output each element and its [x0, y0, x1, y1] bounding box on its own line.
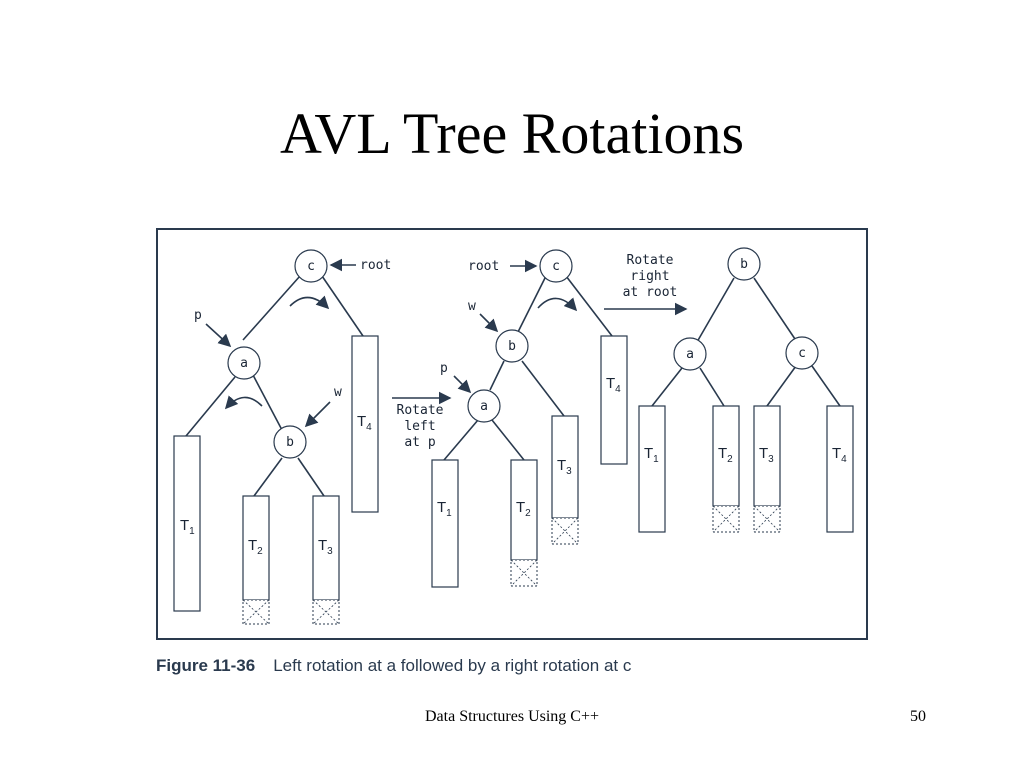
edge-a-t1 — [651, 367, 683, 407]
subtree-t3-extra-level — [551, 517, 579, 545]
t1-label: T1 — [180, 517, 195, 537]
node-c-label: c — [307, 259, 315, 274]
node-c-label: c — [552, 259, 560, 274]
edge-b-c — [753, 277, 798, 343]
t3-label: T3 — [557, 457, 572, 477]
t3-label: T3 — [759, 445, 774, 465]
node-c — [294, 249, 328, 283]
subtree-t2-extra-level — [712, 505, 740, 533]
node-a-label: a — [686, 347, 694, 362]
hatch-cross-icon — [312, 599, 340, 625]
w-pointer-arrow — [479, 313, 499, 333]
edge-c-t4 — [811, 365, 841, 407]
t1-label: T1 — [644, 445, 659, 465]
root-pointer-label: root — [468, 259, 499, 274]
p-pointer-label: p — [194, 308, 202, 323]
transition-line-3: at root — [623, 285, 678, 300]
edge-c-t3 — [766, 365, 797, 407]
edge-a-t1 — [185, 376, 236, 437]
node-b — [273, 425, 307, 459]
subtree-t4 — [351, 335, 379, 513]
t1-label: T1 — [437, 499, 452, 519]
root-pointer-label: root — [360, 258, 391, 273]
node-b-label: b — [740, 257, 748, 272]
transition-rotate-right: Rotate right at root — [604, 253, 688, 316]
t4-label: T4 — [832, 445, 847, 465]
edge-b-t3 — [521, 360, 565, 417]
transition-line-2: left — [404, 419, 435, 434]
subtree-t3 — [312, 495, 340, 601]
figure-number: Figure 11-36 — [156, 656, 256, 675]
node-c-label: c — [798, 346, 806, 361]
node-a — [467, 389, 501, 423]
node-b — [727, 247, 761, 281]
rotation-right-arrow — [537, 297, 578, 312]
edge-c-t4 — [565, 275, 613, 337]
step1-tree: T1 T2 T3 T4 c a b root p w — [173, 249, 391, 625]
t2-label: T2 — [516, 499, 531, 519]
subtree-t3 — [551, 415, 579, 519]
transition-rotate-left: Rotate left at p — [392, 391, 452, 450]
edge-a-t1 — [443, 419, 479, 461]
t4-label: T4 — [606, 375, 621, 395]
p-pointer-arrow — [453, 375, 472, 394]
edge-a-t2 — [491, 419, 525, 461]
t3-label: T3 — [318, 537, 333, 557]
slide-footer: Data Structures Using C++ — [424, 708, 600, 725]
node-c — [785, 336, 819, 370]
transition-line-2: right — [630, 269, 669, 284]
node-b — [495, 329, 529, 363]
rotation-right-arrow — [289, 295, 330, 310]
edge-c-a — [242, 275, 301, 341]
node-a-label: a — [480, 399, 488, 414]
node-b-label: b — [508, 339, 516, 354]
rotation-left-arrow — [224, 395, 263, 410]
edge-c-b — [517, 275, 547, 333]
t2-label: T2 — [718, 445, 733, 465]
figure-caption-text: Left rotation at a followed by a right r… — [273, 656, 632, 675]
subtree-t4 — [826, 405, 854, 533]
edge-b-a — [696, 277, 735, 343]
transition-line-3: at p — [404, 435, 435, 450]
edge-b-a — [489, 360, 505, 391]
subtree-t2 — [510, 459, 538, 561]
subtree-t3-extra-level — [753, 505, 781, 533]
transition-line-1: Rotate — [627, 253, 674, 268]
page-number: 50 — [910, 708, 926, 725]
edge-a-t2 — [699, 367, 725, 407]
node-c — [539, 249, 573, 283]
subtree-t1 — [638, 405, 666, 533]
edge-a-b — [252, 374, 283, 431]
subtree-t2-extra-level — [510, 559, 538, 587]
node-a-label: a — [240, 356, 248, 371]
node-b-label: b — [286, 435, 294, 450]
subtree-t2 — [712, 405, 740, 507]
subtree-t2 — [242, 495, 270, 601]
edge-b-t2 — [253, 457, 283, 497]
w-pointer-label: w — [334, 385, 342, 400]
step2-tree: T1 T2 T3 T4 c b a root w p — [431, 249, 628, 588]
transition-line-1: Rotate — [397, 403, 444, 418]
figure: T1 T2 T3 T4 c a b root p w Rotate left a… — [156, 228, 868, 640]
t4-label: T4 — [357, 413, 372, 433]
p-pointer-arrow — [205, 323, 232, 348]
w-pointer-label: w — [468, 299, 476, 314]
edge-b-t3 — [297, 457, 325, 497]
node-a — [227, 346, 261, 380]
node-a — [673, 337, 707, 371]
subtree-t1 — [173, 435, 201, 612]
hatch-cross-icon — [242, 599, 270, 625]
p-pointer-label: p — [440, 361, 448, 376]
avl-rotation-diagram: T1 T2 T3 T4 c a b root p w Rotate left a… — [173, 247, 854, 625]
slide-title: AVL Tree Rotations — [279, 101, 745, 166]
subtree-t1 — [431, 459, 459, 588]
t2-label: T2 — [248, 537, 263, 557]
w-pointer-arrow — [304, 401, 331, 428]
subtree-t4 — [600, 335, 628, 465]
subtree-t3 — [753, 405, 781, 507]
figure-caption: Figure 11-36 Left rotation at a followed … — [156, 656, 631, 676]
step3-tree: T1 T2 T3 T4 b a c — [638, 247, 854, 533]
edge-c-t4 — [321, 275, 364, 337]
